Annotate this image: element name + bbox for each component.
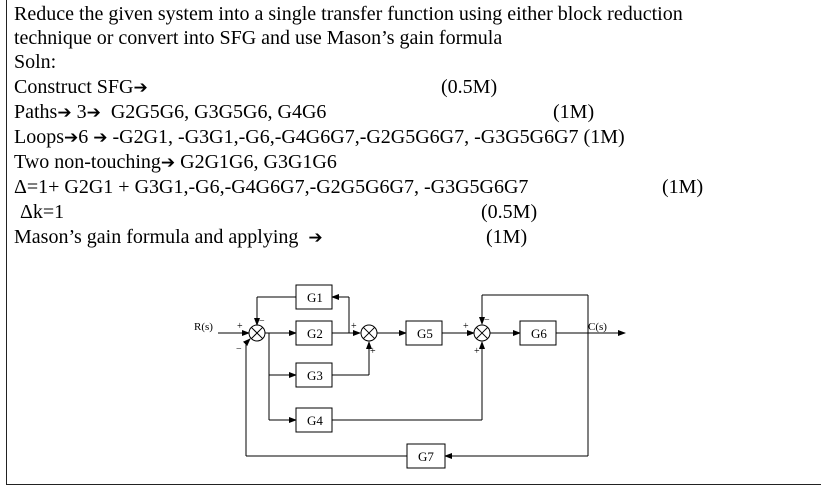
right-arrow-icon: ➔ — [57, 103, 72, 123]
loops-count: 6 — [78, 126, 89, 148]
block-g1 — [295, 284, 333, 310]
marks-paths: (1M) — [553, 101, 595, 123]
g6-label: G6 — [531, 326, 547, 341]
paths-label: Paths — [14, 101, 58, 123]
block-g2 — [295, 320, 333, 346]
block-g7 — [406, 443, 446, 469]
construct-sfg-line: Construct SFG➔ — [14, 76, 148, 99]
marks-delta: (1M) — [662, 176, 704, 198]
right-arrow-icon: ➔ — [308, 228, 323, 248]
question-line-1: Reduce the given system into a single tr… — [14, 3, 683, 25]
non-touching-list: G2G1G6, G3G1G6 — [180, 151, 337, 173]
summing-junction-2 — [360, 324, 378, 342]
output-label: C(s) — [588, 321, 607, 333]
paths-line: Paths➔ 3➔ G2G5G6, G3G5G6, G4G6 — [14, 101, 326, 124]
sum3-plus-bottom: + — [474, 346, 480, 357]
sum1-minus-top: − — [259, 316, 265, 327]
marks-delta-k: (0.5M) — [481, 201, 538, 223]
right-arrow-icon: ➔ — [160, 153, 176, 173]
summing-junction-3 — [473, 324, 491, 342]
block-g3 — [295, 362, 333, 388]
non-touching-line: Two non-touching➔ G2G1G6, G3G1G6 — [14, 151, 337, 174]
question-line-2: technique or convert into SFG and use Ma… — [14, 27, 503, 49]
loops-list: -G2G1, -G3G1,-G6,-G4G6G7,-G2G5G6G7, -G3G… — [112, 126, 625, 148]
delta-k-line: Δk=1 — [20, 201, 65, 223]
right-arrow-icon: ➔ — [86, 103, 101, 123]
block-g6 — [519, 320, 557, 346]
input-label: R(s) — [194, 321, 213, 333]
delta-line: Δ=1+ G2G1 + G3G1,-G6,-G4G6G7,-G2G5G6G7, … — [14, 176, 529, 198]
block-g5 — [405, 320, 443, 346]
construct-sfg-text: Construct SFG — [14, 76, 134, 98]
paths-list: G2G5G6, G3G5G6, G4G6 — [110, 101, 327, 123]
masons-text: Mason’s gain formula and applying — [14, 226, 299, 248]
g7-label: G7 — [418, 449, 434, 464]
right-arrow-icon: ➔ — [64, 128, 79, 148]
g5-label: G5 — [417, 326, 433, 341]
sum1-plus: + — [237, 321, 243, 332]
sum3-minus-top: − — [484, 315, 490, 326]
masons-line: Mason’s gain formula and applying ➔ — [14, 226, 323, 249]
solution-heading: Soln: — [14, 51, 57, 73]
sum2-plus-left: + — [351, 321, 357, 332]
sum2-plus-bottom: + — [370, 346, 376, 357]
sum3-plus-left: + — [463, 321, 469, 332]
sum1-minus-bottom: − — [236, 344, 242, 355]
g2-label: G2 — [307, 326, 323, 341]
marks-masons: (1M) — [486, 226, 528, 248]
loops-line: Loops➔6 ➔ -G2G1, -G3G1,-G6,-G4G6G7,-G2G5… — [14, 126, 625, 149]
marks-sfg: (0.5M) — [441, 76, 498, 98]
paths-count: 3 — [76, 101, 87, 123]
summing-junction-1 — [248, 324, 266, 342]
g1-label: G1 — [307, 290, 323, 305]
right-arrow-icon: ➔ — [133, 78, 148, 98]
g4-label: G4 — [307, 413, 323, 428]
block-g4 — [295, 407, 333, 433]
non-touching-label: Two non-touching — [14, 151, 161, 173]
right-arrow-icon: ➔ — [93, 128, 108, 148]
g3-label: G3 — [307, 368, 323, 383]
loops-label: Loops — [14, 126, 64, 148]
